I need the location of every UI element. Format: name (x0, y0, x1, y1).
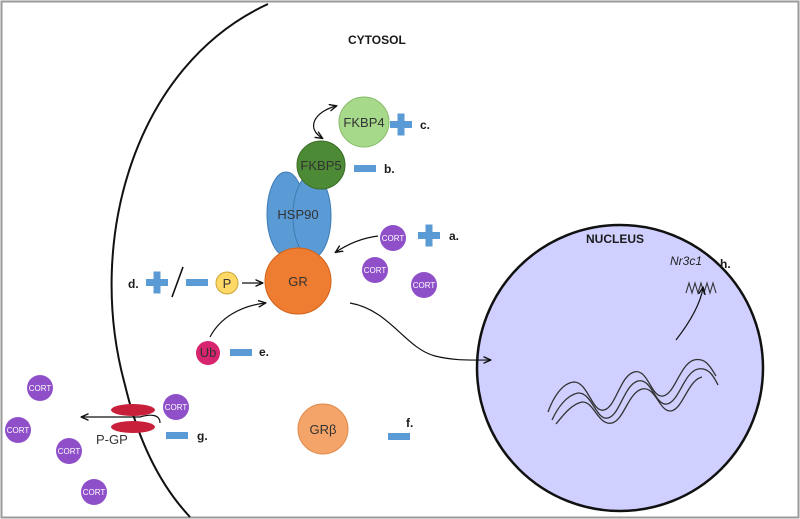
efflux-arrow (82, 415, 161, 424)
plus-sign-a (418, 224, 440, 247)
marker-a: a. (449, 229, 459, 243)
cort-molecule (362, 257, 388, 283)
cort-molecule (411, 272, 437, 298)
cort-label: CORT (58, 447, 81, 456)
nucleus-body (475, 223, 765, 513)
fkbp4-node (338, 96, 390, 148)
cort-molecule (5, 417, 31, 443)
fkbp5-label: FKBP5 (300, 158, 341, 173)
gr-beta-node (297, 403, 349, 455)
cort-label: CORT (364, 266, 387, 275)
cort-molecule (81, 479, 107, 505)
gene-label: Nr3c1 (670, 254, 702, 268)
pgp-upper (111, 404, 155, 416)
dna-helix (547, 358, 719, 425)
cort-label: CORT (83, 488, 106, 497)
transcription-arrow (675, 288, 703, 341)
gr-beta-label: GRβ (310, 422, 337, 437)
phosphate-label: P (223, 276, 232, 291)
pgp-lower (111, 421, 155, 433)
marker-e: e. (259, 345, 269, 359)
gr-label: GR (288, 274, 308, 289)
cort-label: CORT (413, 281, 436, 290)
slash-divider (171, 266, 184, 298)
cort-binding-arrow (336, 235, 379, 252)
plus-sign-c (390, 113, 412, 136)
nucleus: NUCLEUS Nr3c1 h. (475, 223, 765, 513)
cort-molecule (163, 394, 189, 420)
marker-f: f. (406, 416, 413, 430)
cytosol-title: CYTOSOL (348, 33, 406, 47)
cort-label: CORT (29, 384, 52, 393)
pgp-label: P-GP (96, 432, 128, 447)
cort-molecule (56, 438, 82, 464)
minus-sign-f (388, 433, 410, 440)
fkbp-exchange-arrow (313, 106, 336, 138)
minus-sign-d (186, 279, 208, 286)
cort-label: CORT (165, 403, 188, 412)
minus-sign-b (354, 165, 376, 172)
gene-squiggle (685, 281, 717, 295)
minus-sign-e (230, 349, 252, 356)
fkbp4-label: FKBP4 (343, 115, 384, 130)
marker-h: h. (720, 257, 731, 271)
minus-sign-g (166, 432, 188, 439)
cort-molecule (380, 225, 406, 251)
ubiquitin-label: Ub (200, 345, 217, 360)
gr-node (264, 247, 332, 315)
marker-c: c. (420, 118, 430, 132)
plus-sign-d (146, 271, 168, 294)
marker-d: d. (128, 277, 139, 291)
translocation-arrow (349, 302, 490, 360)
hsp90-label: HSP90 (277, 207, 318, 222)
cort-label: CORT (382, 234, 405, 243)
ubiquitin-node (196, 341, 220, 365)
fkbp5-node (296, 140, 346, 190)
ubiquitination-arrow (209, 303, 265, 338)
cort-molecule (27, 375, 53, 401)
marker-g: g. (197, 429, 208, 443)
marker-b: b. (384, 162, 395, 176)
receptor-complex: HSP90 GR FKBP5 FKBP4 (264, 96, 390, 315)
phosphate-node (215, 271, 239, 295)
cort-label: CORT (7, 426, 30, 435)
cell-membrane (110, 3, 269, 518)
nucleus-label: NUCLEUS (586, 232, 644, 246)
